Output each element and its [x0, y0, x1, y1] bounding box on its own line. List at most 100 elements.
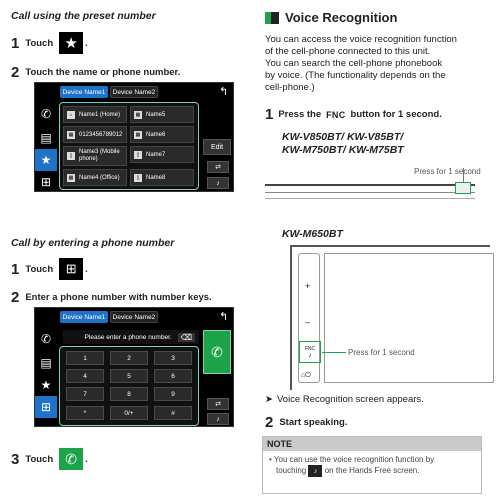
minus-button[interactable]: –	[305, 317, 311, 327]
back-icon[interactable]: ↰	[219, 311, 229, 323]
step-2-voice: 2 Start speaking.	[265, 414, 348, 431]
press-label-1: Press for 1 second	[414, 167, 481, 176]
fnc-key-label: FNC	[326, 109, 346, 120]
key-5[interactable]: 5	[110, 369, 148, 383]
voice-recognition-icon: ♪	[308, 465, 323, 477]
voice-recognition-title: Voice Recognition	[265, 10, 397, 25]
number-keypad: 1 2 3 4 5 6 7 8 9 * 0/+ #	[59, 346, 199, 426]
office-icon: ▦	[134, 110, 142, 119]
phonebook-screen: ✆ ▤ ★ ⊞ Device Name1 Device Name2 ↰ ⌂Nam…	[34, 82, 234, 192]
keypad-icon[interactable]: ⊞	[59, 258, 84, 280]
keypad-screen: ✆ ▤ ★ ⊞ Device Name1 Device Name2 ↰ Plea…	[34, 307, 234, 427]
section-marker-icon	[265, 11, 279, 24]
list-item[interactable]: ▯Name8	[130, 169, 194, 186]
note-heading: NOTE	[263, 437, 481, 451]
step-1-voice: 1 Press the FNC button for 1 second.	[265, 106, 442, 123]
star-icon[interactable]: ★	[40, 378, 52, 392]
key-9[interactable]: 9	[154, 387, 192, 401]
intro-text: You can access the voice recognition fun…	[265, 34, 457, 93]
step-text: Touch	[25, 263, 54, 275]
arrow-icon: ➤	[265, 394, 273, 405]
contacts-icon[interactable]: ▤	[40, 356, 52, 370]
office-icon: ▦	[134, 130, 142, 139]
step-number: 1	[265, 106, 274, 123]
key-4[interactable]: 4	[66, 369, 104, 383]
key-8[interactable]: 8	[110, 387, 148, 401]
list-item[interactable]: ⌂Name1 (Home)	[63, 106, 127, 123]
key-1[interactable]: 1	[66, 351, 104, 365]
back-icon[interactable]: ↰	[219, 86, 229, 98]
press-label-2: Press for 1 second	[348, 348, 415, 357]
plus-button[interactable]: +	[305, 281, 311, 291]
step-1-preset: 1 Touch ★.	[11, 32, 88, 54]
step-2-number: 2 Enter a phone number with number keys.	[11, 289, 212, 306]
step-1-number: 1 Touch ⊞.	[11, 258, 88, 280]
key-0-plus[interactable]: 0/+	[110, 406, 148, 420]
fnc-button[interactable]	[455, 182, 471, 194]
step-text: Enter a phone number with number keys.	[25, 292, 212, 303]
mobile-icon: ▯	[67, 152, 75, 160]
list-item[interactable]: ▦Name4 (Office)	[63, 169, 127, 186]
step-number: 3	[11, 450, 20, 468]
key-6[interactable]: 6	[154, 369, 192, 383]
step-number: 1	[11, 260, 20, 278]
model-list-1: KW-V850BT/ KW-V85BT/ KW-M750BT/ KW-M75BT	[282, 131, 404, 156]
tab-device-name2[interactable]: Device Name2	[110, 86, 158, 98]
star-icon[interactable]: ★	[35, 149, 57, 171]
keypad-icon[interactable]: ⊞	[35, 396, 57, 418]
phone-icon[interactable]: ✆	[40, 332, 52, 346]
voice-transfer-icon[interactable]: ⇄	[207, 398, 229, 410]
step-number: 1	[11, 34, 20, 52]
home-power-icon[interactable]: ⌂⏻	[301, 372, 311, 379]
edit-button[interactable]: Edit	[203, 139, 231, 155]
key-hash[interactable]: #	[154, 406, 192, 420]
backspace-icon[interactable]: ⌫	[177, 332, 195, 342]
voice-transfer-icon[interactable]: ⇄	[207, 161, 229, 173]
mobile-icon: ▯	[134, 173, 142, 182]
phone-number-display: Please enter a phone number. ⌫	[63, 330, 199, 344]
office-icon: ▦	[67, 130, 75, 139]
list-item[interactable]: ▦Name5	[130, 106, 194, 123]
device-top-illustration	[265, 168, 485, 204]
phone-icon[interactable]: ✆	[40, 107, 52, 121]
model-list-2: KW-M650BT	[282, 228, 343, 240]
step-text: Touch	[25, 453, 54, 465]
voice-recognition-icon[interactable]: ♪	[207, 413, 229, 425]
note-box: NOTE • You can use the voice recognition…	[262, 436, 482, 494]
key-2[interactable]: 2	[110, 351, 148, 365]
contacts-icon[interactable]: ▤	[40, 131, 52, 145]
fnc-button[interactable]: FNC ♪	[299, 341, 321, 363]
key-7[interactable]: 7	[66, 387, 104, 401]
result-text: ➤ Voice Recognition screen appears.	[265, 394, 424, 405]
step-text: Touch the name or phone number.	[25, 67, 181, 78]
mobile-icon: ▯	[134, 150, 142, 159]
device-side-illustration: + – FNC ♪ ⌂⏻ Press for 1 second	[290, 245, 494, 390]
step-2-preset: 2 Touch the name or phone number.	[11, 64, 180, 81]
list-item[interactable]: ▯Name7	[130, 146, 194, 163]
list-item[interactable]: ▦Name6	[130, 126, 194, 143]
voice-recognition-icon[interactable]: ♪	[207, 177, 229, 189]
list-item[interactable]: ▯Name3 (Mobile phone)	[63, 146, 127, 166]
key-3[interactable]: 3	[154, 351, 192, 365]
home-icon: ⌂	[67, 110, 75, 119]
star-icon[interactable]: ★	[59, 32, 84, 54]
section-heading-preset: Call using the preset number	[11, 10, 156, 22]
step-text: Touch	[25, 37, 54, 49]
key-star[interactable]: *	[66, 406, 104, 420]
section-heading-number: Call by entering a phone number	[11, 237, 175, 249]
step-number: 2	[265, 414, 274, 431]
phone-icon[interactable]: ✆	[59, 448, 84, 470]
step-3-number: 3 Touch ✆.	[11, 448, 88, 470]
office-icon: ▦	[67, 173, 75, 182]
step-number: 2	[11, 64, 20, 81]
note-body: • You can use the voice recognition func…	[269, 455, 435, 477]
tab-device-name1[interactable]: Device Name1	[60, 311, 108, 323]
tab-device-name2[interactable]: Device Name2	[110, 311, 158, 323]
list-item[interactable]: ▦0123456789012	[63, 126, 127, 143]
step-number: 2	[11, 289, 20, 306]
contact-list: ⌂Name1 (Home) ▦Name5 ▦0123456789012 ▦Nam…	[59, 102, 199, 190]
keypad-icon[interactable]: ⊞	[40, 175, 52, 189]
tab-device-name1[interactable]: Device Name1	[60, 86, 108, 98]
voice-icon: ♪	[308, 351, 312, 359]
call-button[interactable]: ✆	[203, 330, 231, 374]
